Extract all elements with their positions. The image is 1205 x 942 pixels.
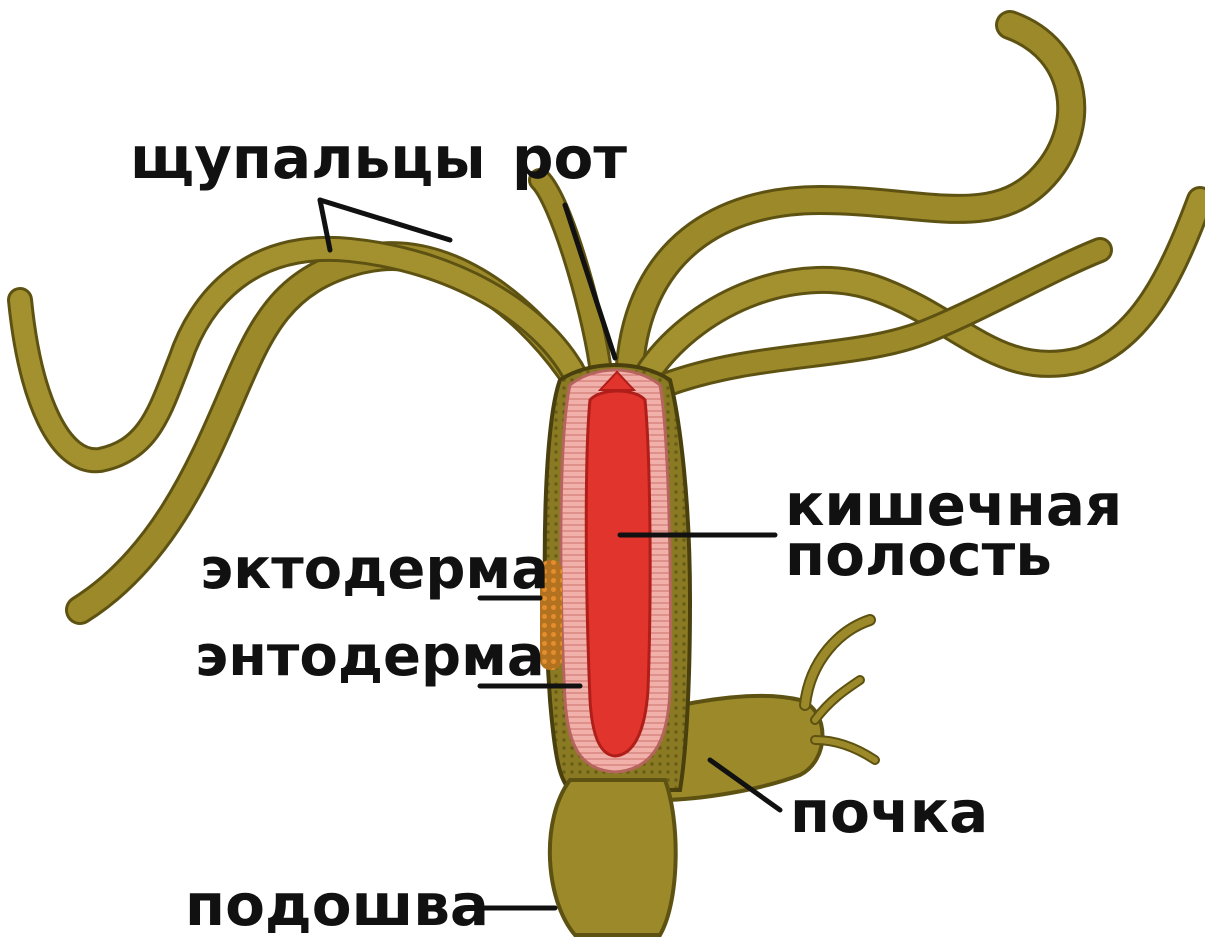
hydra-body [540,365,690,935]
leader-tentacles-b [320,200,450,240]
gastric-cavity-shape [586,391,650,756]
label-endoderm: энтодерма [195,624,545,689]
label-tentacles: щупальцы [130,124,486,192]
label-ectoderm: эктодерма [200,537,549,602]
label-bud: почка [790,778,988,846]
label-gastric-cavity-line2: полость [785,521,1052,589]
bud-shape [660,620,875,800]
label-mouth: рот [512,124,627,192]
label-foot: подошва [185,871,489,939]
